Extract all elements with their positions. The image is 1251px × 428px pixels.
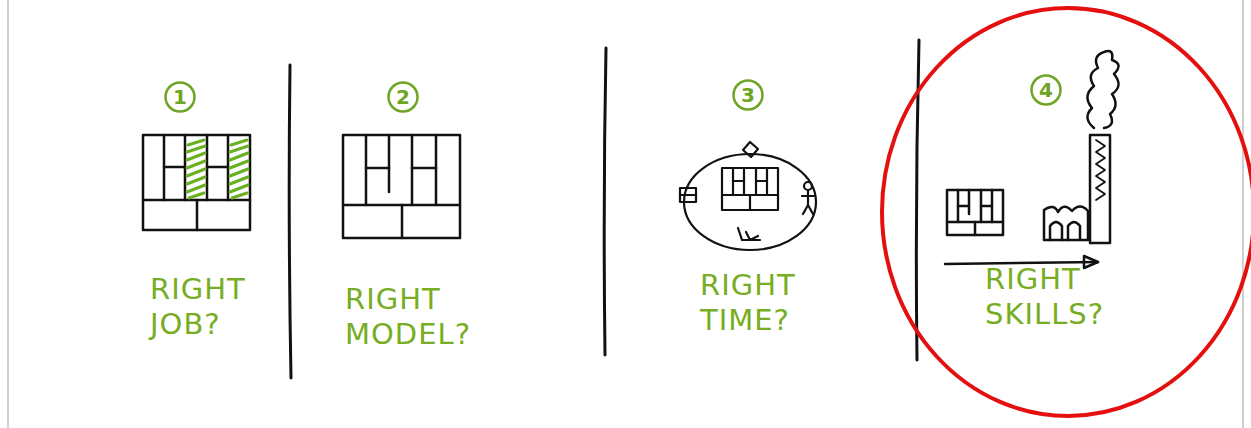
- question-label: RIGHT SKILLS?: [985, 262, 1135, 332]
- question-label: RIGHT MODEL?: [345, 282, 495, 352]
- callout-number: 3: [741, 85, 755, 105]
- callout-number: 4: [1039, 80, 1053, 100]
- callout-circle: 3: [732, 79, 764, 111]
- callout-circle: 2: [387, 81, 419, 113]
- callout-circle: 1: [164, 81, 196, 113]
- callout-number: 1: [173, 87, 187, 107]
- question-label: RIGHT TIME?: [700, 268, 850, 338]
- callout-circle: 4: [1030, 74, 1062, 106]
- question-label: RIGHT JOB?: [150, 272, 300, 342]
- callout-number: 2: [396, 87, 410, 107]
